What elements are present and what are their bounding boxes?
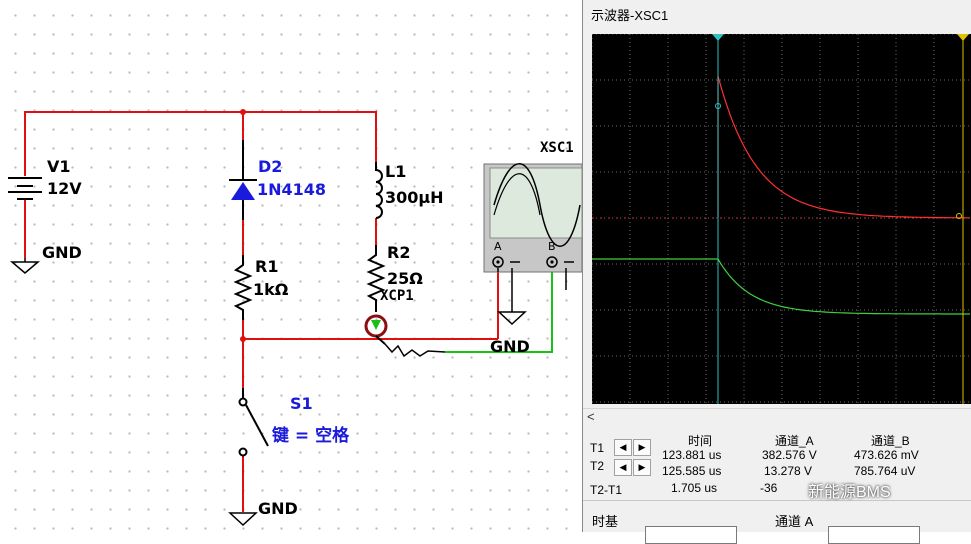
d2-name-label: D2 — [258, 157, 283, 176]
diode-symbol[interactable] — [229, 140, 257, 220]
l1-value-label: 300µH — [385, 188, 444, 207]
d2-value-label: 1N4148 — [257, 180, 327, 199]
channel-a-scale-field[interactable] — [828, 526, 920, 544]
t1-left-arrow-icon[interactable]: ◀ — [614, 439, 632, 456]
timebase-label: 时基 — [592, 514, 619, 529]
oscilloscope-screen[interactable] — [592, 34, 971, 404]
ground-symbol — [497, 268, 567, 326]
watermark-text: 新能源BMS — [808, 484, 891, 501]
t1-channel-a-value: 382.576 V — [762, 448, 817, 462]
r1-value-label: 1kΩ — [253, 280, 289, 299]
inductor-l1-symbol[interactable] — [375, 162, 383, 219]
battery-symbol[interactable] — [8, 177, 42, 200]
t1-channel-b-value: 473.626 mV — [854, 448, 919, 462]
cursor-readout-table: 时间 通道_A 通道_B T1 ◀ ▶ 123.881 us 382.576 V… — [583, 428, 971, 498]
scope-input-a-label: A — [494, 240, 502, 253]
junction-dot — [240, 336, 246, 342]
scope-symbol-name-label: XSC1 — [540, 140, 574, 156]
resistor-r2-symbol[interactable] — [366, 245, 386, 312]
current-probe-symbol[interactable] — [364, 314, 446, 358]
v1-name-label: V1 — [47, 157, 71, 176]
horizontal-scrollbar[interactable]: < — [583, 408, 971, 426]
scope-input-b-label: B — [548, 240, 556, 253]
resistor-r1-symbol[interactable] — [233, 255, 253, 320]
t2-channel-a-value: 13.278 V — [764, 464, 813, 478]
t2-left-arrow-icon[interactable]: ◀ — [614, 459, 632, 476]
cursor-t1-marker — [715, 103, 721, 109]
scope-settings-panel: 时基 通道 A — [583, 500, 971, 544]
r2-value-label: 25Ω — [387, 269, 423, 288]
scroll-left-icon[interactable]: < — [587, 409, 595, 424]
s1-name-label: S1 — [290, 394, 313, 413]
t2-time-value: 125.585 us — [662, 464, 722, 478]
oscilloscope-window[interactable]: 示波器-XSC1 < 时间 通道_A 通道_B T1 ◀ ▶ 123.881 u… — [582, 0, 971, 544]
gnd-label: GND — [258, 499, 298, 518]
t2-channel-b-value: 785.764 uV — [854, 464, 916, 478]
oscilloscope-symbol[interactable] — [483, 163, 582, 273]
l1-name-label: L1 — [385, 162, 407, 181]
green-wire — [445, 268, 553, 353]
cursor-t1-handle[interactable] — [712, 34, 724, 41]
gnd-label: GND — [490, 337, 530, 356]
window-title: 示波器-XSC1 — [591, 8, 669, 23]
t1-time-value: 123.881 us — [662, 448, 722, 462]
row-label-t2-t1: T2-T1 — [590, 483, 623, 497]
t1-right-arrow-icon[interactable]: ▶ — [633, 439, 651, 456]
red-wires — [24, 111, 499, 512]
ground-symbol — [9, 258, 41, 274]
s1-key-label: 键 = 空格 — [272, 426, 350, 446]
switch-symbol[interactable] — [238, 388, 269, 457]
ground-symbol — [228, 512, 258, 527]
v1-value-label: 12V — [47, 179, 82, 198]
row-label-t2: T2 — [590, 459, 605, 473]
header-time: 时间 — [688, 434, 713, 448]
scope-display — [592, 34, 971, 404]
channel-b-trace — [592, 258, 970, 315]
cursor-t2-handle[interactable] — [957, 34, 969, 41]
t2-right-arrow-icon[interactable]: ▶ — [633, 459, 651, 476]
timebase-scale-field[interactable] — [645, 526, 737, 544]
junction-dot — [240, 109, 246, 115]
cursor-t2-marker — [956, 213, 962, 219]
channel-a-trace — [717, 75, 970, 219]
header-channel-a: 通道_A — [775, 434, 814, 448]
schematic-canvas[interactable]: V1 12V GND D2 1N4148 L1 300µH R1 1kΩ R2 … — [0, 0, 582, 532]
row-label-t1: T1 — [590, 441, 605, 455]
scope-grid — [592, 34, 971, 404]
header-channel-b: 通道_B — [871, 434, 910, 448]
channel-a-settings-label: 通道 A — [775, 514, 814, 529]
r2-name-label: R2 — [387, 243, 411, 262]
delta-channel-a-value: -36 — [760, 481, 778, 495]
probe-name-label: XCP1 — [380, 288, 414, 304]
gnd-label: GND — [42, 243, 82, 262]
schematic-drawing — [8, 109, 582, 527]
r1-name-label: R1 — [255, 257, 279, 276]
delta-time-value: 1.705 us — [671, 481, 718, 495]
